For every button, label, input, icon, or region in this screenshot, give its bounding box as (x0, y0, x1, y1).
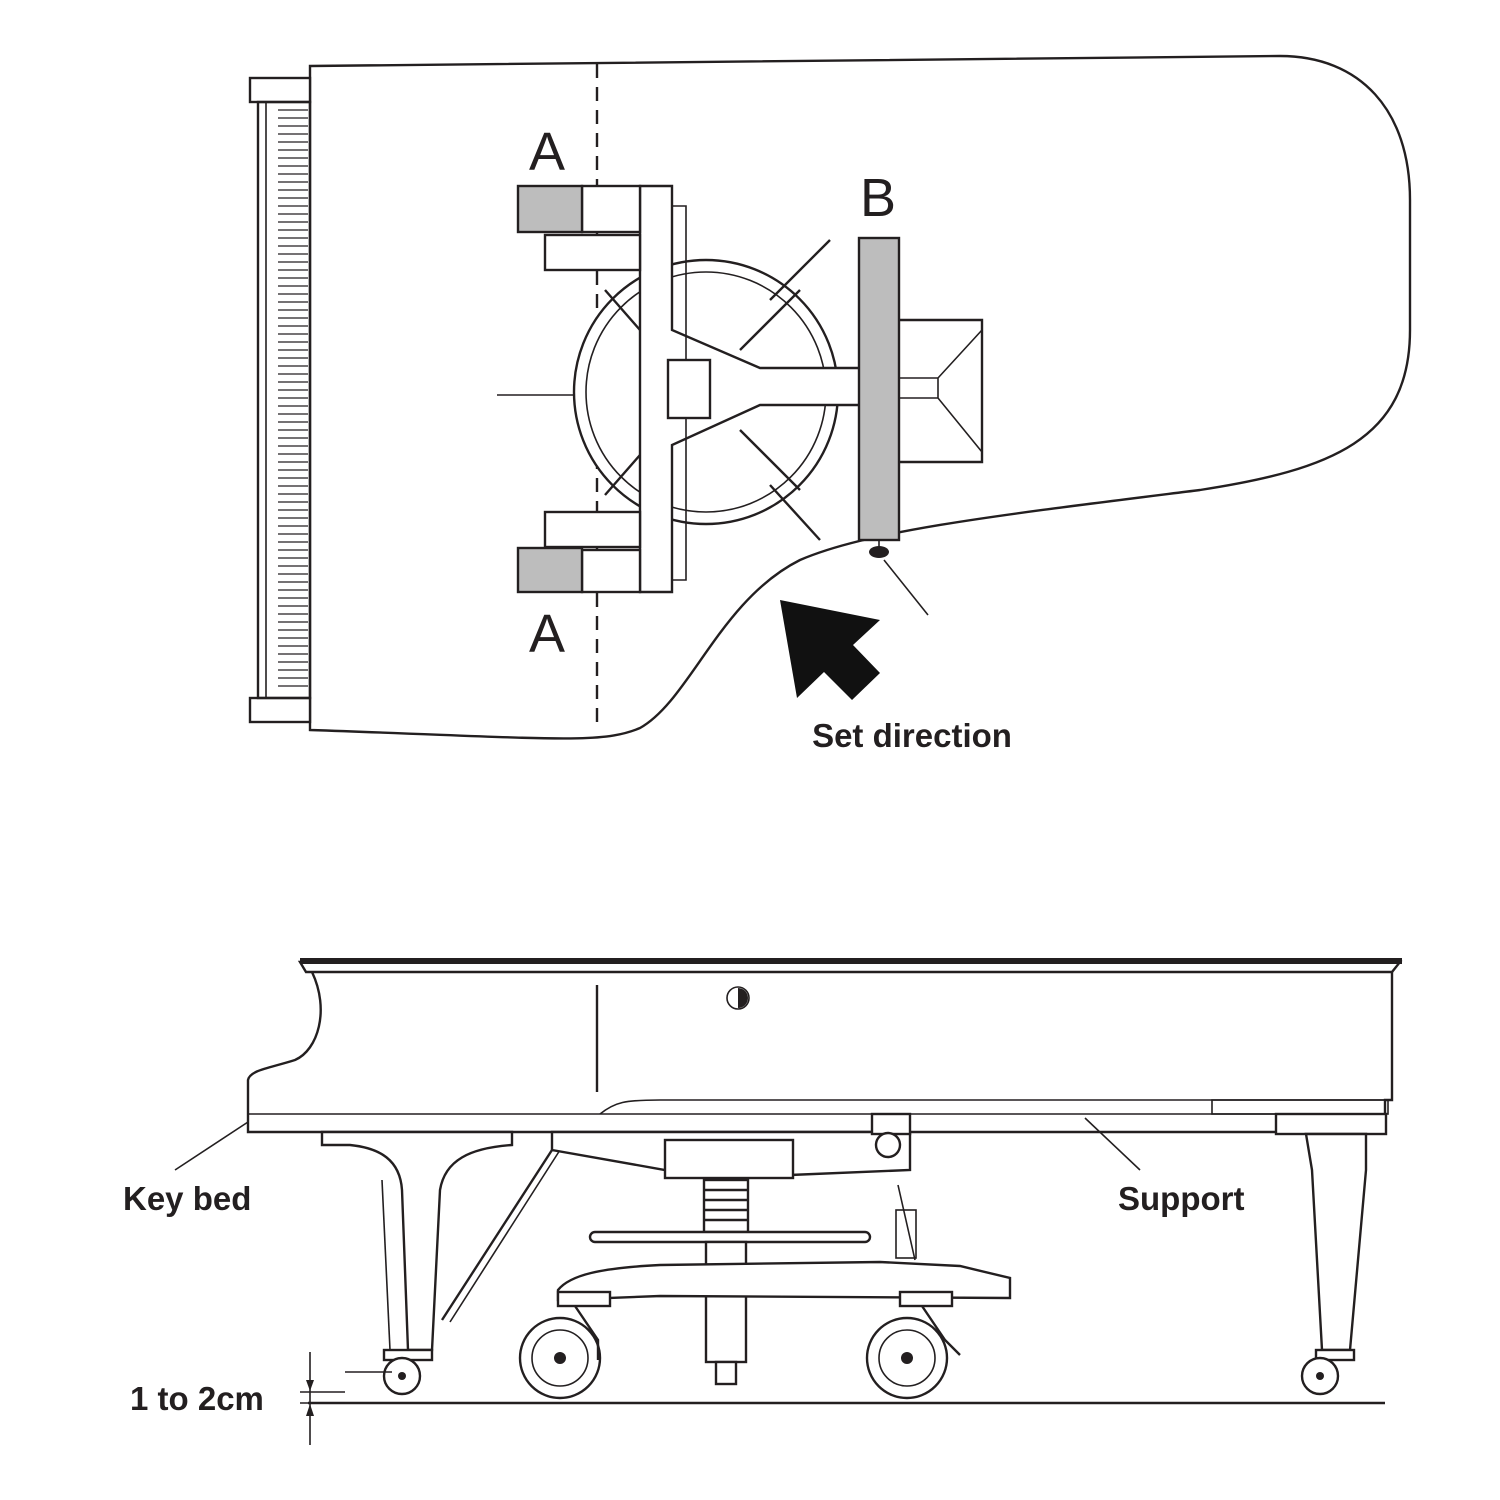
side-view: Key bed Support 1 to 2cm (123, 958, 1403, 1445)
label-a-top: A (529, 122, 565, 182)
set-direction-arrow (780, 600, 880, 700)
keyboard (248, 76, 312, 724)
label-a-bottom: A (529, 604, 565, 664)
label-b: B (860, 168, 896, 228)
top-view: A A B Set direction (248, 54, 1412, 754)
front-leg (320, 1130, 514, 1396)
support-assembly (550, 1112, 1012, 1386)
block-b (857, 236, 901, 542)
adjuster-knob (869, 540, 929, 616)
rear-leg (1274, 1112, 1388, 1396)
piano-body-outline (308, 54, 1412, 740)
lyre-brace (440, 1149, 554, 1321)
key-bed-leader (174, 1121, 249, 1171)
clearance-label: 1 to 2cm (130, 1380, 264, 1417)
caster-left (518, 1305, 602, 1400)
screw-threads (704, 1188, 748, 1222)
support-leader (1084, 1117, 1141, 1171)
set-direction-label: Set direction (812, 717, 1012, 754)
caster-right (865, 1305, 961, 1400)
key-bed-label: Key bed (123, 1180, 251, 1217)
support-frame (497, 184, 984, 594)
piano-case (246, 958, 1403, 1134)
support-label: Support (1118, 1180, 1244, 1217)
clearance-dimension (300, 1352, 345, 1445)
block-a-bottom (516, 546, 584, 594)
block-a-top (516, 184, 584, 234)
